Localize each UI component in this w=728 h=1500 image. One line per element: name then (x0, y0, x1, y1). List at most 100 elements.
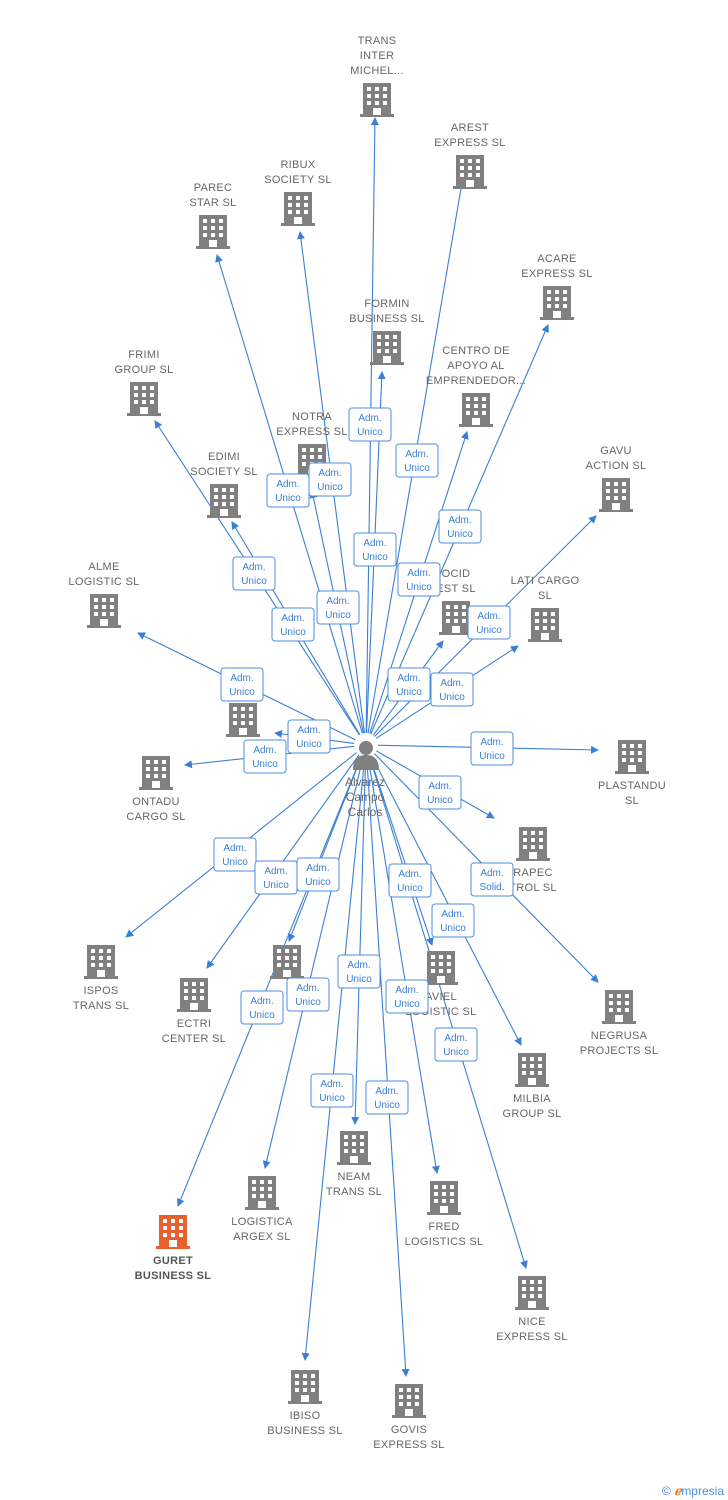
building-icon (515, 1276, 549, 1310)
building-icon (156, 1215, 190, 1249)
role-text-line: Solid. (479, 882, 504, 893)
building-icon (127, 382, 161, 416)
role-text-line: Unico (406, 582, 432, 593)
role-badge-unnamed[interactable]: Adm.Unico (296, 857, 340, 892)
building-icon (459, 393, 493, 427)
role-badge-trans-inter[interactable]: Adm.Unico (348, 407, 392, 442)
role-text-line: Adm. (347, 960, 370, 971)
edge-aviel (369, 756, 434, 946)
role-badge-box (243, 739, 287, 774)
role-badge-centro[interactable]: Adm.Unico (397, 562, 441, 597)
role-badge-ibiso[interactable]: Adm.Unico (310, 1073, 354, 1108)
role-text-line: Unico (404, 463, 430, 474)
company-label-line: SL (538, 590, 552, 602)
role-badge-guret[interactable]: Adm.Unico (240, 990, 284, 1025)
company-label-line: ARGEX SL (233, 1231, 290, 1243)
company-label-line: GROUP SL (114, 364, 173, 376)
company-label-line: LOGISTIC SL (68, 576, 139, 588)
role-text-line: Adm. (405, 449, 428, 460)
role-badge-negrusa[interactable]: Adm.Solid. (470, 862, 514, 897)
building-icon (370, 331, 404, 365)
role-badge-formin[interactable]: Adm.Unico (353, 532, 397, 567)
role-badge-ontadu[interactable]: Adm.Unico (243, 739, 287, 774)
role-badge-fe[interactable]: Adm.Unico (287, 719, 331, 754)
role-text-line: Adm. (326, 596, 349, 607)
company-label-line: TROL SL (509, 882, 557, 894)
company-label-line: CENTER SL (162, 1033, 226, 1045)
role-badge-ocid[interactable]: Adm.Unico (387, 667, 431, 702)
role-badge-rapec[interactable]: Adm.Unico (418, 775, 462, 810)
role-badge-parec[interactable]: Adm.Unico (266, 473, 310, 508)
role-badge-plastandu[interactable]: Adm.Unico (470, 731, 514, 766)
role-badge-frimi[interactable]: Adm.Unico (232, 556, 276, 591)
role-badge-acare[interactable]: Adm.Unico (438, 509, 482, 544)
building-icon (516, 827, 550, 861)
building-icon (392, 1384, 426, 1418)
edge-logistica (262, 756, 364, 1169)
role-badge-aviel[interactable]: Adm.Unico (388, 863, 432, 898)
role-badge-govis[interactable]: Adm.Unico (365, 1080, 409, 1115)
edge-ibiso (301, 756, 366, 1361)
company-label-line: CARGO SL (126, 811, 185, 823)
role-badge-ribux[interactable]: Adm.Unico (308, 462, 352, 497)
role-badge-lati[interactable]: Adm.Unico (430, 672, 474, 707)
role-badge-arest[interactable]: Adm. Unico (395, 443, 439, 478)
company-node-unnamed[interactable] (270, 945, 304, 979)
person-icon (353, 741, 379, 770)
role-text-line: Unico (295, 997, 321, 1008)
company-label-line: EDIMI (208, 451, 240, 463)
company-label-line: RIBUX (280, 159, 315, 171)
role-badge-logistica[interactable]: Adm.Unico (286, 977, 330, 1012)
role-badge-notra[interactable]: Adm.Unico (316, 590, 360, 625)
role-badge-ectri[interactable]: Adm.Unico (254, 860, 298, 895)
company-node-trans-inter[interactable]: TRANSINTERMICHEL... (350, 35, 403, 117)
role-badge-edimi[interactable]: Adm.Unico (271, 607, 315, 642)
role-badge-ispos[interactable]: Adm.Unico (213, 837, 257, 872)
role-badge-box (418, 775, 462, 810)
role-text-line: Adm. (223, 843, 246, 854)
role-badge-neam[interactable]: Adm.Unico (337, 954, 381, 989)
role-text-line: Unico (280, 627, 306, 638)
role-badge-box (266, 473, 310, 508)
company-label-line: NEAM (338, 1171, 371, 1183)
role-text-line: Unico (317, 482, 343, 493)
role-badge-box (337, 954, 381, 989)
role-badge-fred[interactable]: Adm.Unico (385, 979, 429, 1014)
role-text-line: Unico (296, 739, 322, 750)
building-icon (84, 945, 118, 979)
role-badge-gavu[interactable]: Adm.Unico (467, 605, 511, 640)
company-label-line: MILBIA (513, 1093, 551, 1105)
role-badge-nice[interactable]: Adm.Unico (434, 1027, 478, 1062)
company-label-line: ACARE (537, 253, 576, 265)
role-badge-milbia[interactable]: Adm.Unico (431, 903, 475, 938)
center-person-node[interactable]: Alvarez Campo Carlos (345, 741, 385, 819)
role-badge-alme[interactable]: Adm.Unico (220, 667, 264, 702)
